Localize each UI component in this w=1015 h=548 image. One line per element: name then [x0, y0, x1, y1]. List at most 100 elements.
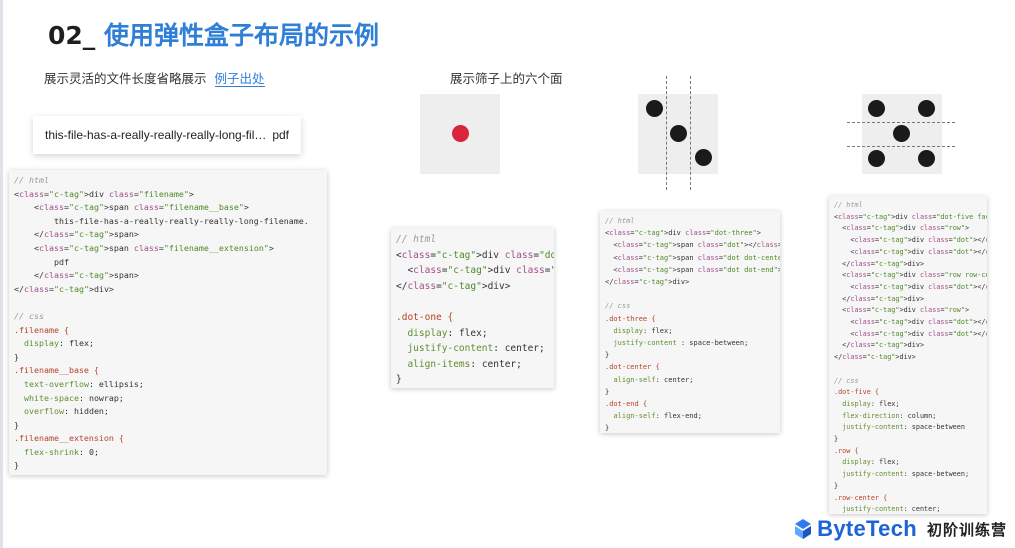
code-line: align-self: center;	[613, 375, 694, 384]
code-line: </class="c-tag">span>	[14, 270, 139, 281]
code-line: }	[605, 424, 610, 433]
code-line: // css	[605, 302, 631, 311]
dice-face-three	[638, 94, 718, 174]
filename-code-block: // html <class="c-tag">div class="filenam…	[9, 170, 327, 475]
code-line: </class="c-tag">div>	[396, 280, 511, 292]
code-line: .dot-one {	[396, 311, 454, 323]
code-line: .dot-five {	[834, 388, 880, 397]
code-line: <class="c-tag">div class="dot"></class="…	[834, 236, 987, 245]
code-line: <class="c-tag">div class="row">	[834, 306, 970, 315]
code-line: <class="c-tag">div class="dot"></class="…	[834, 247, 987, 256]
code-line: justify-content: space-between	[842, 423, 965, 432]
code-line: </class="c-tag">div>	[834, 259, 925, 268]
code-line: // css	[834, 376, 859, 385]
dice-dot	[868, 100, 885, 117]
code-line: <class="c-tag">div class="dot"></class="…	[834, 329, 987, 338]
dice-dot	[452, 125, 469, 142]
code-line: display: flex;	[613, 326, 673, 335]
code-line: <class="c-tag">div class="dot-one">	[396, 249, 554, 261]
alignment-guide-line	[690, 76, 691, 190]
dice-dot	[918, 100, 935, 117]
code-line: <class="c-tag">div class="row row-center…	[834, 271, 987, 280]
dice-subtitle: 展示筛子上的六个面	[450, 71, 563, 86]
code-line	[605, 288, 775, 300]
code-line: pdf	[14, 256, 69, 267]
code-line: </class="c-tag">div>	[834, 294, 925, 303]
dot-five-code-block: // html <class="c-tag">div class="dot-fiv…	[829, 196, 987, 514]
code-line: }	[14, 460, 19, 471]
code-line: <class="c-tag">span class="dot"></class=…	[605, 241, 780, 250]
code-line: <class="c-tag">div class="filename">	[14, 188, 194, 199]
filename-base: this-file-has-a-really-really-really-lon…	[45, 128, 273, 142]
code-line: .filename__base {	[14, 365, 99, 376]
code-line: .filename__extension {	[14, 433, 124, 444]
slide-number: 02_	[48, 21, 96, 50]
code-line: }	[834, 435, 839, 444]
dice-dot-end	[695, 149, 712, 166]
code-line: display: flex;	[842, 458, 900, 467]
code-line: justify-content : space-between;	[613, 339, 749, 348]
bytetech-logo-icon	[795, 519, 812, 539]
code-line: text-overflow: ellipsis;	[24, 378, 144, 389]
code-line: </class="c-tag">div>	[834, 353, 916, 362]
code-line: align-self: flex-end;	[613, 412, 702, 421]
alignment-guide-line	[847, 122, 955, 123]
code-line: }	[396, 374, 402, 386]
code-line: // html	[396, 234, 437, 245]
code-line: flex-shrink: 0;	[24, 446, 99, 457]
code-line: <class="c-tag">span class="dot dot-end">…	[605, 265, 780, 274]
dice-dot	[893, 125, 910, 142]
dice-face-one	[420, 94, 500, 174]
slide-left-border	[0, 0, 3, 548]
code-line: white-space: nowrap;	[24, 392, 124, 403]
logo-name: ByteTech	[817, 516, 917, 541]
code-line: </class="c-tag">div>	[14, 283, 114, 294]
code-line: </class="c-tag">div>	[605, 278, 690, 287]
bytetech-logo: ByteTech 初阶训练营	[793, 516, 1007, 542]
code-line: display: flex;	[407, 327, 488, 339]
code-line: <class="c-tag">span class="filename__bas…	[14, 202, 249, 213]
logo-subtitle: 初阶训练营	[926, 520, 1007, 539]
code-line: justify-content: space-between;	[842, 470, 970, 479]
slide-title-text: 使用弹性盒子布局的示例	[104, 21, 380, 50]
code-line: // html	[14, 175, 49, 185]
code-line: </class="c-tag">div>	[834, 341, 925, 350]
alignment-guide-line	[847, 146, 955, 147]
dice-dot	[918, 150, 935, 167]
dice-dot	[868, 150, 885, 167]
code-line: <class="c-tag">span class="filename__ext…	[14, 242, 274, 253]
code-line: <class="c-tag">div class="dot"></class="…	[834, 282, 987, 291]
alignment-guide-line	[666, 76, 667, 190]
code-line: // html	[605, 217, 635, 225]
code-line: <class="c-tag">div class="row">	[834, 224, 970, 233]
code-line: <class="c-tag">div class="dot"></class="…	[396, 265, 554, 277]
code-line: display: flex;	[24, 338, 94, 349]
code-line: <class="c-tag">span class="dot dot-cente…	[605, 253, 780, 262]
code-line: .row {	[834, 446, 859, 455]
code-line: }	[834, 481, 839, 490]
code-line: </class="c-tag">span>	[14, 229, 139, 240]
code-line: <class="c-tag">div class="dot-five face"…	[834, 212, 987, 221]
code-line: .dot-end {	[605, 400, 648, 409]
dice-face-five	[862, 94, 942, 174]
filename-subtitle: 展示灵活的文件长度省略展示例子出处	[44, 68, 265, 87]
code-line: display: flex;	[842, 399, 900, 408]
dice-dot-center	[670, 125, 687, 142]
filename-subtitle-text: 展示灵活的文件长度省略展示	[44, 71, 207, 86]
code-line: .filename {	[14, 324, 69, 335]
code-line: // html	[834, 201, 863, 209]
code-line: // css	[14, 310, 44, 321]
dice-dot	[646, 100, 663, 117]
code-line: }	[605, 387, 610, 396]
slide-title: 02_ 使用弹性盒子布局的示例	[48, 16, 379, 52]
code-line: overflow: hidden;	[24, 406, 109, 417]
code-line: .dot-three {	[605, 314, 656, 323]
code-line: }	[14, 351, 19, 362]
code-line: }	[14, 419, 19, 430]
code-line: justify-content: center;	[407, 343, 545, 355]
code-line: <class="c-tag">div class="dot-three">	[605, 229, 761, 238]
code-line: justify-content: center;	[842, 505, 941, 514]
code-line	[396, 294, 549, 310]
code-line	[834, 364, 982, 376]
example-source-link[interactable]: 例子出处	[214, 71, 265, 87]
